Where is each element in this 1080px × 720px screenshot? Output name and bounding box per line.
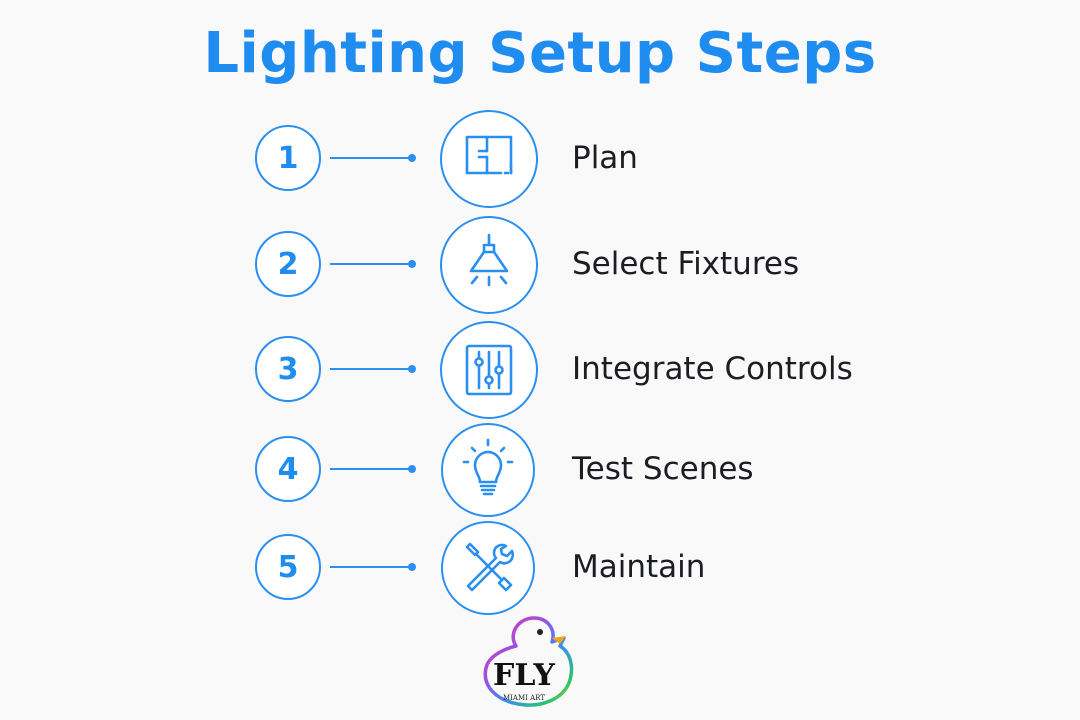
step-item-integrate-controls: 3 Integrate Controls <box>0 321 1080 421</box>
connector-dot <box>408 365 416 373</box>
step-item-plan: 1 Plan <box>0 110 1080 210</box>
tools-icon <box>465 542 515 592</box>
svg-text:FLY: FLY <box>493 658 555 693</box>
connector-line <box>330 263 412 265</box>
step-number-badge: 1 <box>255 125 321 191</box>
step-label: Test Scenes <box>572 451 754 487</box>
connector-line <box>330 468 412 470</box>
connector-line <box>330 368 412 370</box>
connector-dot <box>408 260 416 268</box>
svg-text:MIAMI ART: MIAMI ART <box>503 694 545 702</box>
connector-line <box>330 566 412 568</box>
pendant-lamp-icon <box>469 233 509 287</box>
light-bulb-icon <box>462 438 514 496</box>
step-item-maintain: 5 Maintain <box>0 519 1080 619</box>
step-number-badge: 2 <box>255 231 321 297</box>
step-label: Integrate Controls <box>572 351 853 387</box>
step-icon-badge <box>440 216 538 314</box>
floor-plan-icon <box>465 135 513 175</box>
step-item-select-fixtures: 2 Select Fixtures <box>0 216 1080 316</box>
connector-dot <box>408 154 416 162</box>
connector-dot <box>408 563 416 571</box>
sliders-icon <box>465 344 513 396</box>
page-title: Lighting Setup Steps <box>203 21 877 86</box>
step-number-badge: 3 <box>255 336 321 402</box>
step-icon-badge <box>441 423 535 517</box>
step-label: Plan <box>572 140 638 176</box>
step-number-badge: 5 <box>255 534 321 600</box>
step-number-badge: 4 <box>255 436 321 502</box>
step-label: Maintain <box>572 549 706 585</box>
step-item-test-scenes: 4 Test Scenes <box>0 421 1080 521</box>
brand-logo: FLY MIAMI ART <box>478 612 588 717</box>
step-icon-badge <box>440 110 538 208</box>
connector-dot <box>408 465 416 473</box>
step-label: Select Fixtures <box>572 246 800 282</box>
step-icon-badge <box>441 521 535 615</box>
connector-line <box>330 157 412 159</box>
step-icon-badge <box>440 321 538 419</box>
